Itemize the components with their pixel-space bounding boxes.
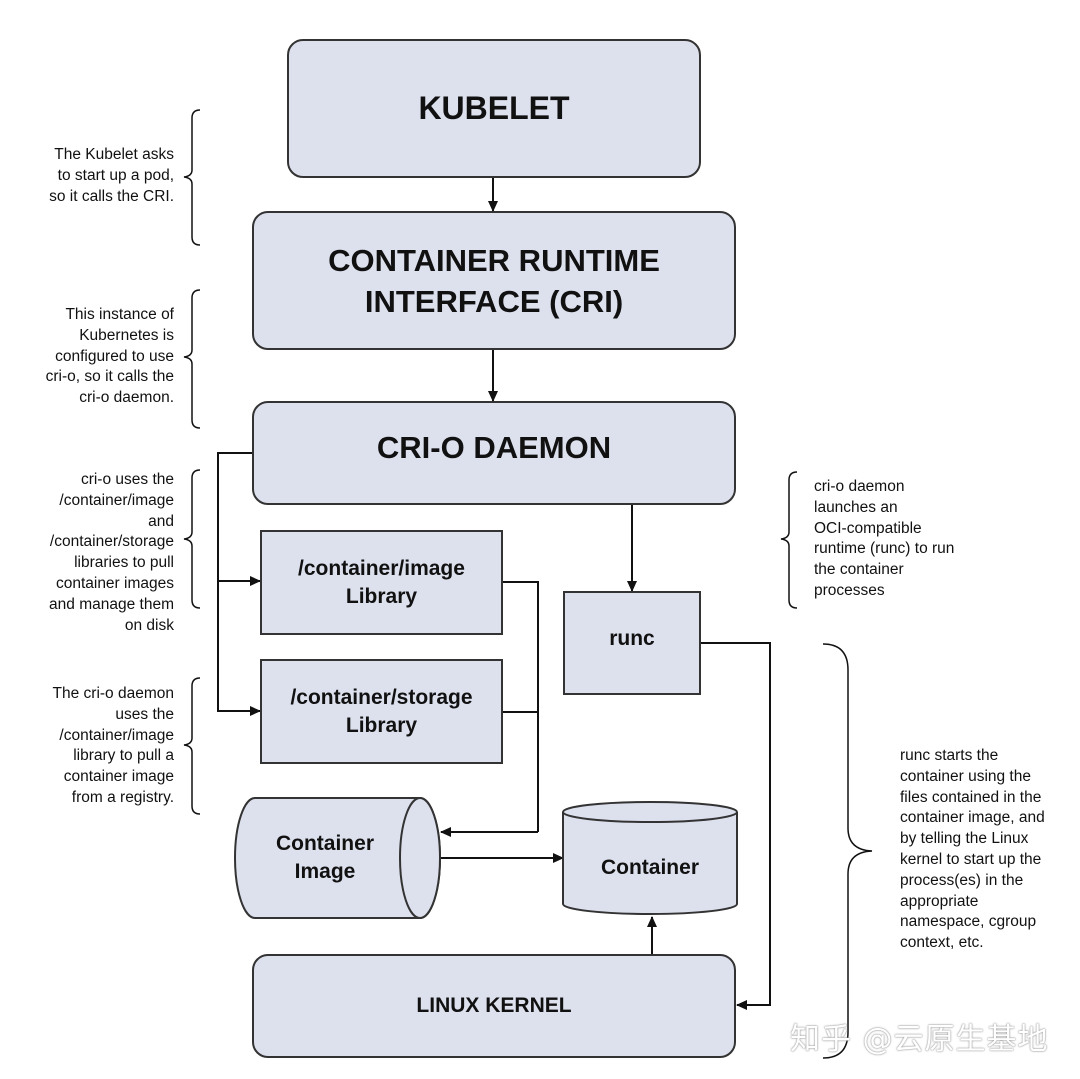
runc-box: runc [563, 591, 701, 695]
container-image-cylinder [234, 797, 441, 919]
storage-library-box: /container/storage Library [260, 659, 503, 764]
container-label: Container [600, 855, 699, 879]
brace-cri-note [183, 289, 201, 429]
brace-libraries-note [183, 469, 201, 609]
brace-runc-launch-note [780, 471, 798, 609]
cri-box: CONTAINER RUNTIME INTERFACE (CRI) [252, 211, 736, 350]
image-library-label: /container/image Library [298, 556, 465, 608]
container-cylinder [562, 801, 738, 915]
image-library-box: /container/image Library [260, 530, 503, 635]
linux-kernel-label: LINUX KERNEL [416, 994, 572, 1017]
arrow-runc-to-kernel [701, 642, 771, 1010]
storage-library-label: /container/storage Library [290, 685, 473, 737]
cri-label: CONTAINER RUNTIME INTERFACE (CRI) [328, 242, 660, 319]
brace-kubelet-note [183, 109, 201, 246]
kubelet-box: KUBELET [287, 39, 701, 178]
note-image-pull: The cri-o daemon uses the /container/ima… [52, 685, 174, 806]
note-libraries: cri-o uses the /container/image and /con… [49, 471, 174, 634]
container-label-wrap: Container [563, 825, 737, 910]
crio-daemon-label: CRI-O DAEMON [376, 430, 612, 465]
crio-daemon-box: CRI-O DAEMON [252, 401, 736, 505]
runc-label: runc [609, 627, 655, 650]
note-cri: This instance of Kubernetes is configure… [45, 306, 174, 407]
note-kubelet: The Kubelet asks to start up a pod, so i… [49, 146, 174, 205]
container-image-label-wrap: Container Image [245, 798, 405, 918]
container-image-label: Container Image [275, 832, 374, 883]
connector-image-library [503, 581, 539, 832]
brace-runc-start-note [822, 643, 873, 1059]
connector-crio-to-libraries [217, 452, 252, 712]
kubelet-label: KUBELET [418, 90, 570, 126]
note-runc-start: runc starts the container using the file… [900, 747, 1045, 952]
linux-kernel-box: LINUX KERNEL [252, 954, 736, 1058]
watermark: 知乎 @云原生基地 [790, 1022, 1049, 1057]
note-runc-launch: cri-o daemon launches an OCI-compatible … [814, 478, 955, 599]
brace-image-pull-note [183, 677, 201, 815]
